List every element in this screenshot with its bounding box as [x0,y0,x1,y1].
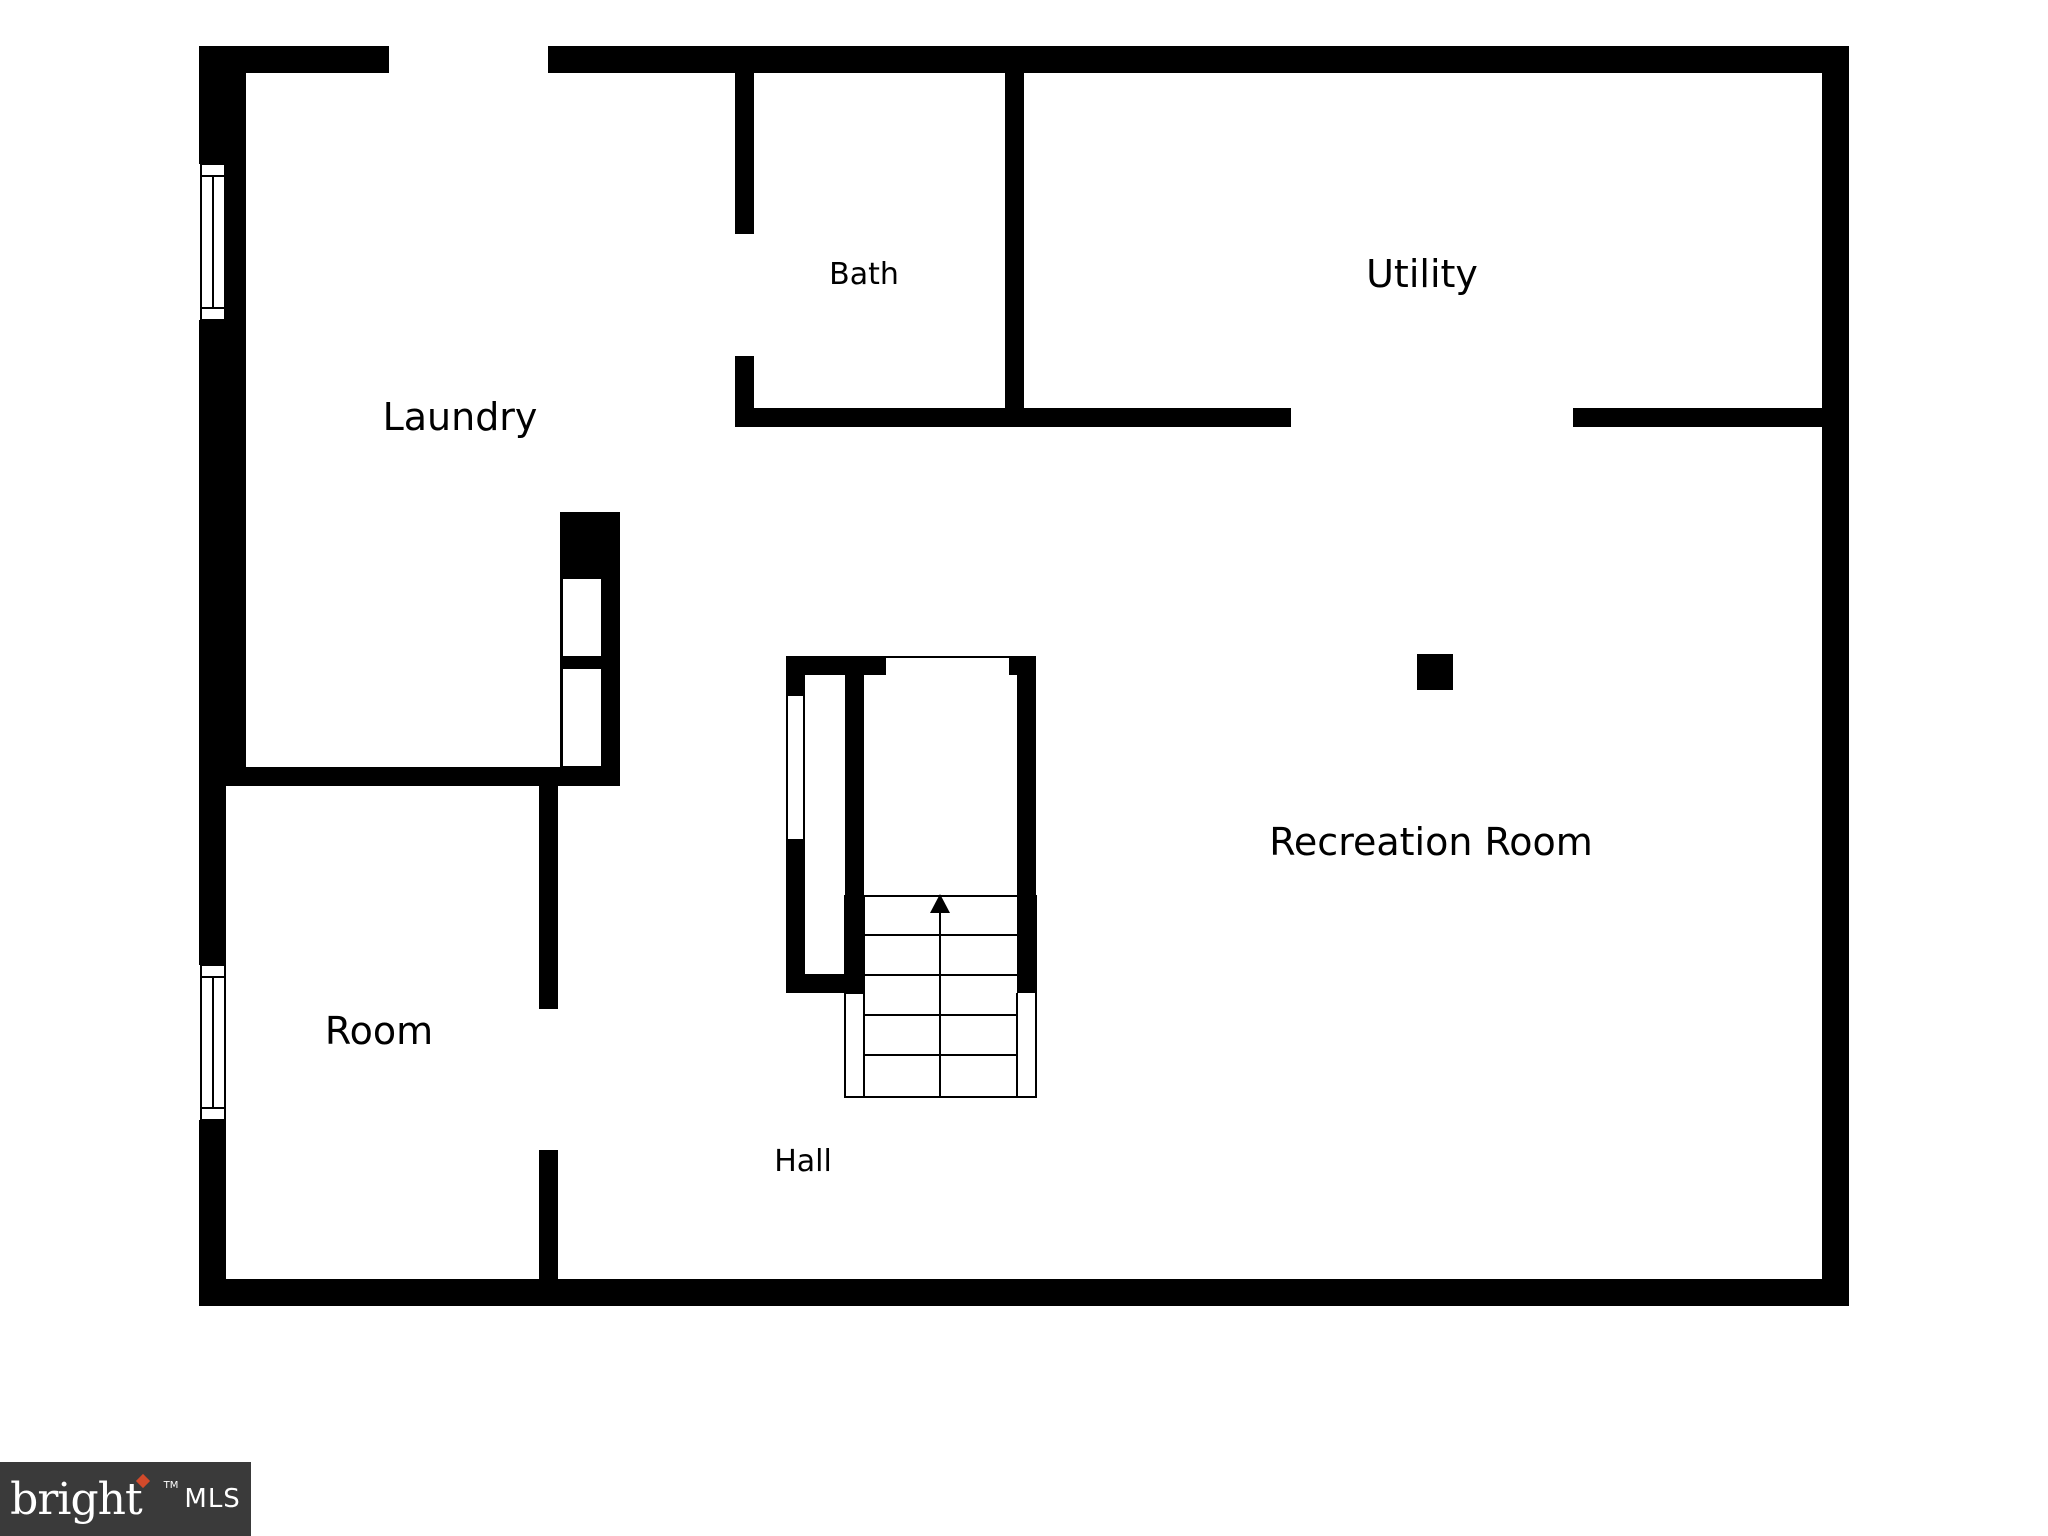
stair-left-opening [786,694,805,841]
label-hall: Hall [774,1144,832,1179]
stair-up-arrow-icon [930,894,950,913]
stair-wall-left-outer-bottom [786,840,805,993]
staircase [844,895,1037,1098]
stair-wall-left-inner [845,656,864,993]
closet-shelf-lower [561,667,603,768]
room-labels: Laundry Bath Utility Recreation Room Roo… [325,252,1593,1179]
window-laundry [200,163,226,321]
stair-wall-bottom-left [786,974,864,993]
label-room: Room [325,1009,433,1053]
room-wall-right-top [539,786,558,1009]
laundry-wall-bottom [199,767,620,786]
logo-trademark: TM [163,1479,179,1491]
bath-utility-bottom-right [1573,408,1849,427]
laundry-inner-left-post [226,725,246,770]
label-utility: Utility [1366,252,1478,296]
stair-wall-right [1017,656,1036,992]
label-recreation-room: Recreation Room [1269,820,1593,864]
closet-right-wall [601,512,620,786]
outer-wall-bottom [199,1279,1849,1306]
logo-wordmark: bright [10,1473,142,1525]
bath-wall-left-top [735,46,754,234]
bath-utility-divider [1005,46,1024,427]
stair-wall-left-outer-top [786,656,805,695]
closet-shelf-divider [560,657,605,668]
logo-mls-text: MLS [184,1484,241,1514]
laundry-inner-left-lining [226,73,246,725]
label-bath: Bath [829,257,899,292]
window-room [200,964,226,1121]
windows [200,163,1011,1121]
outer-wall-left-2 [199,320,226,965]
bath-utility-bottom-left [735,408,1291,427]
support-column [1417,654,1453,690]
outer-wall-top-left [199,46,389,73]
walls [199,46,1849,1306]
room-wall-right-bottom [539,1150,558,1306]
outer-wall-left-1 [199,46,226,164]
bright-mls-logo: bright TM MLS [0,1462,251,1536]
outer-wall-right [1822,46,1849,1306]
closet-shelf-upper [561,577,603,658]
label-laundry: Laundry [383,395,538,439]
outer-wall-left-3 [199,1120,226,1306]
outer-wall-top-right [548,46,1849,73]
